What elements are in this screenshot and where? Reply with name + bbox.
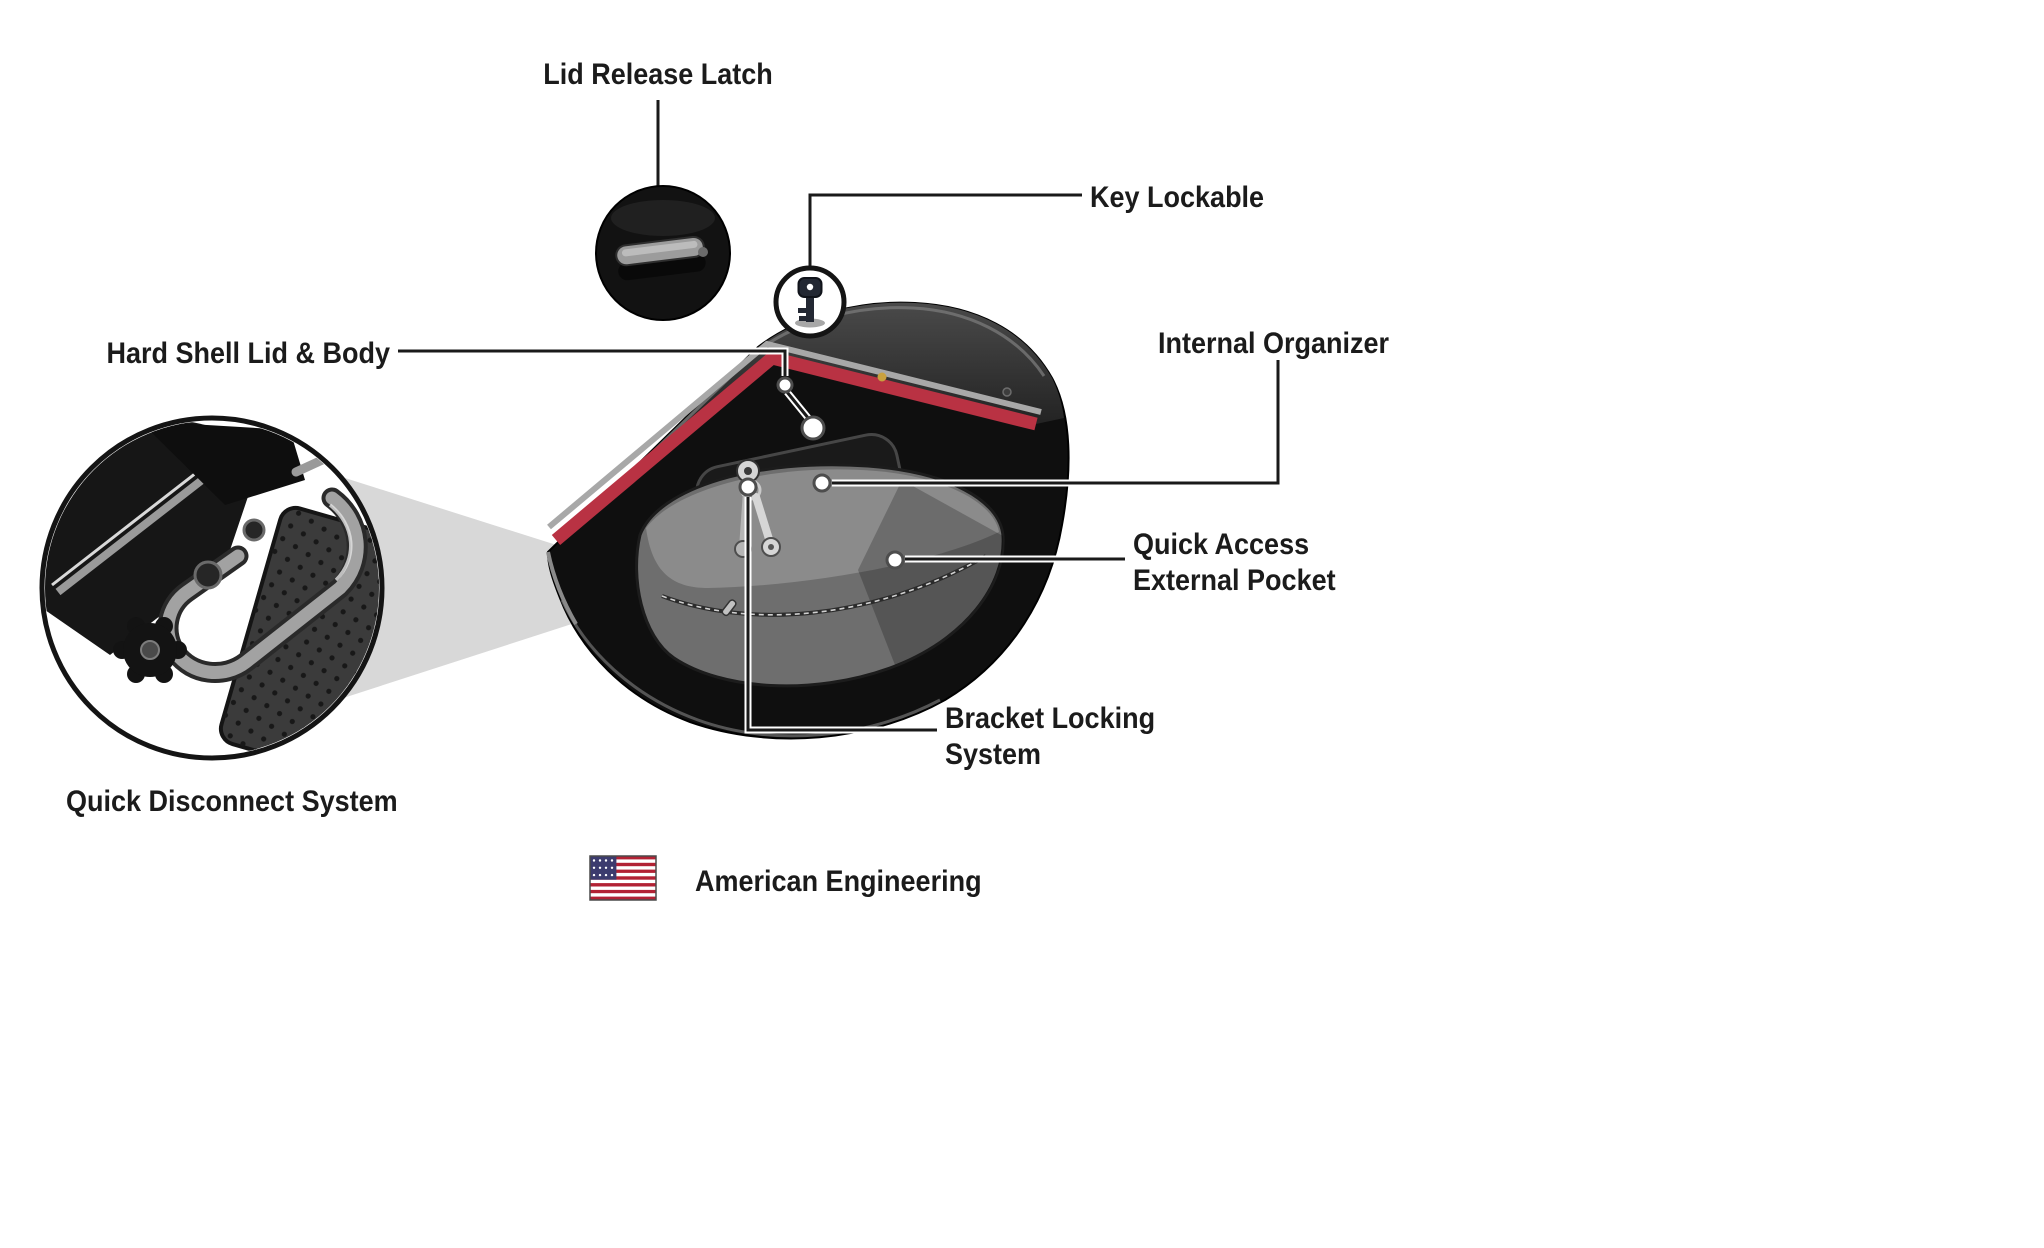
- mount-bolt-1: [193, 560, 223, 590]
- bracket-rod-highlight: [328, 503, 353, 582]
- latch-handle-icon: [615, 235, 706, 281]
- key-1-hole: [768, 544, 774, 550]
- keyhole-icon: [744, 467, 752, 475]
- line-internal-organizer: [832, 360, 1280, 485]
- latch-hinge: [698, 247, 708, 257]
- label-internal-organizer: Internal Organizer: [1158, 327, 1390, 360]
- key-icon-tooth-1: [798, 308, 807, 313]
- lid-corner-dark: [140, 421, 305, 505]
- callout-markers: [738, 376, 905, 570]
- label-lid-release-latch: Lid Release Latch: [543, 58, 773, 91]
- key-1-shaft: [752, 493, 773, 543]
- key-icon-tooth-2: [799, 316, 807, 321]
- star-knob: [113, 617, 187, 683]
- quick-disconnect-detail: [39, 415, 385, 761]
- label-quick-disconnect-system: Quick Disconnect System: [66, 785, 398, 818]
- label-quick-access-external-pocket: Quick Access External Pocket: [1133, 528, 1336, 597]
- lid-top-highlight: [558, 306, 1046, 544]
- latch-handle-highlight: [621, 240, 698, 257]
- lid-release-latch-detail: [595, 185, 731, 321]
- line-key-lockable: [808, 193, 1082, 266]
- key-lockable-detail: [773, 265, 847, 339]
- lid-piping: [547, 340, 1042, 530]
- zipper-pull: [721, 599, 737, 617]
- key-icon-hole: [806, 283, 814, 291]
- bag-lid: [548, 302, 1064, 552]
- label-hard-shell-lid-body: Hard Shell Lid & Body: [106, 337, 391, 370]
- label-key-lockable: Key Lockable: [1090, 181, 1265, 214]
- key-icon-shaft: [806, 294, 814, 322]
- flag-border: [589, 855, 657, 901]
- label-bracket-locking-system: Bracket Locking System: [945, 702, 1156, 771]
- latch-sheen: [611, 200, 715, 236]
- lid-red-stripe: [551, 350, 1038, 545]
- dark-rivet: [1002, 387, 1012, 397]
- line-hard-shell: [398, 349, 787, 376]
- knob-center-bolt: [140, 640, 160, 660]
- saddlebag-illustration: [546, 301, 1070, 740]
- mount-bolt-2: [242, 518, 266, 542]
- bag-left-edge-piping: [546, 551, 578, 626]
- upper-rod-cap: [340, 443, 352, 455]
- marker-lid: [776, 376, 794, 394]
- line-bracket-locking: [746, 497, 937, 732]
- pocket-shadow: [858, 480, 1004, 665]
- flag-canton: [590, 856, 617, 880]
- marker-pocket: [885, 550, 905, 570]
- pocket-zipper-teeth: [661, 555, 987, 616]
- latch-handle-shadow: [618, 253, 706, 281]
- line-lid-body-link: [785, 391, 811, 420]
- callout-lines: [398, 100, 1282, 734]
- gold-rivet: [877, 372, 887, 382]
- marker-lock: [738, 477, 758, 497]
- callout-line-cores: [398, 100, 1280, 732]
- flag-white-stripes: [590, 859, 656, 897]
- marker-organizer: [812, 473, 832, 493]
- flag-stars: [592, 859, 614, 877]
- marker-body: [800, 415, 826, 441]
- key-icon: [797, 277, 823, 322]
- us-flag-icon: [589, 855, 657, 901]
- label-american-engineering: American Engineering: [695, 865, 982, 898]
- bag-bottom-edging: [560, 599, 941, 738]
